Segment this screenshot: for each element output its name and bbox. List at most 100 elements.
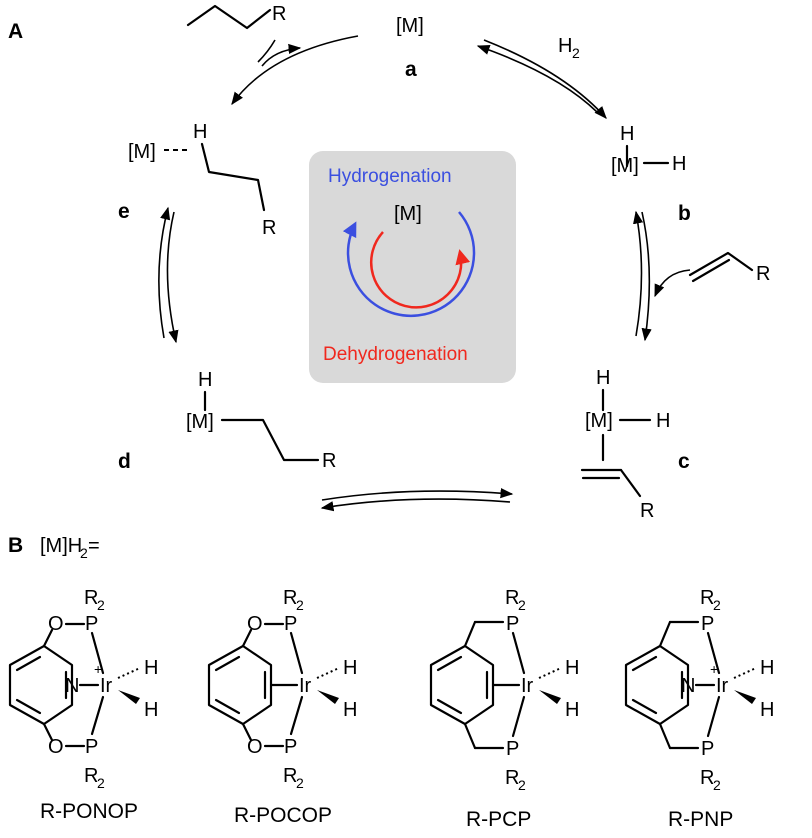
svg-text:2: 2 (97, 775, 105, 791)
svg-text:H: H (620, 123, 634, 145)
svg-text:H: H (343, 699, 357, 721)
complex-pcp-name: R-PCP (466, 808, 531, 831)
arrow-product-release (261, 43, 302, 67)
state-c-alkene-complex: H [M] H R (580, 367, 670, 522)
arrow-b-to-c (641, 211, 652, 342)
svg-text:R: R (322, 450, 336, 472)
svg-text:P: P (506, 738, 519, 760)
svg-text:R: R (700, 587, 714, 609)
arrow-d-to-e (158, 206, 171, 339)
svg-text:P: P (284, 613, 297, 635)
complex-pcp: P R 2 P R 2 Ir H H (429, 587, 579, 793)
svg-text:P: P (85, 736, 98, 758)
svg-text:R: R (756, 263, 770, 285)
complex-pnp-name: R-PNP (668, 808, 733, 831)
svg-text:H: H (198, 369, 212, 391)
svg-text:P: P (701, 738, 714, 760)
svg-text:2: 2 (713, 777, 721, 793)
alkane-product: R (186, 3, 286, 30)
svg-text:P: P (284, 736, 297, 758)
svg-text:R: R (700, 767, 714, 789)
svg-text:2: 2 (713, 597, 721, 613)
svg-text:P: P (85, 613, 98, 635)
svg-text:H: H (144, 699, 158, 721)
svg-text:R: R (505, 767, 519, 789)
arrow-c-to-d (320, 498, 511, 512)
svg-text:P: P (506, 613, 519, 635)
state-e-label: e (118, 200, 130, 223)
hydrogenation-arc (342, 211, 476, 318)
svg-text:+: + (710, 661, 718, 677)
state-a-metal: [M] (396, 15, 424, 37)
state-b-label: b (678, 202, 691, 225)
arrow-alkene-in (654, 269, 691, 298)
mh2-definition: [M]H 2 = (40, 535, 100, 561)
arrow-d-to-c (321, 487, 514, 501)
svg-text:H: H (193, 121, 207, 143)
svg-text:2: 2 (518, 597, 526, 613)
state-a-label: a (405, 58, 417, 81)
state-d-alkyl-hydride: H [M] R (186, 369, 336, 472)
dehydrogenation-label: Dehydrogenation (323, 344, 468, 365)
svg-text:[M]H: [M]H (40, 535, 82, 557)
svg-text:2: 2 (572, 45, 580, 61)
state-c-label: c (678, 450, 690, 473)
complex-ponop-name: R-PONOP (40, 800, 138, 823)
svg-text:2: 2 (80, 545, 88, 561)
complex-pocop-name: R-POCOP (234, 804, 332, 827)
hydrogenation-label: Hydrogenation (328, 166, 452, 187)
svg-text:Ir: Ir (716, 675, 729, 697)
svg-text:Ir: Ir (100, 675, 113, 697)
arrow-product-branch (257, 39, 276, 63)
svg-text:2: 2 (296, 775, 304, 791)
complex-pocop: O P R 2 O P R 2 Ir H H (207, 587, 357, 791)
svg-text:O: O (247, 613, 263, 635)
complex-ponop: N O P R 2 O P R 2 Ir + H H (8, 587, 158, 791)
svg-text:O: O (48, 736, 64, 758)
alkene-reagent: R (688, 251, 770, 285)
svg-text:N: N (681, 675, 695, 697)
svg-text:O: O (247, 736, 263, 758)
svg-text:H: H (343, 657, 357, 679)
svg-text:H: H (558, 35, 572, 57)
svg-text:[M]: [M] (128, 141, 156, 163)
svg-text:2: 2 (518, 777, 526, 793)
svg-text:R: R (84, 765, 98, 787)
svg-text:2: 2 (97, 597, 105, 613)
complex-pnp: N P R 2 P R 2 Ir + H H (624, 587, 774, 793)
svg-text:H: H (672, 153, 686, 175)
svg-text:[M]: [M] (611, 155, 639, 177)
svg-text:R: R (283, 765, 297, 787)
svg-text:Ir: Ir (299, 675, 312, 697)
svg-text:2: 2 (296, 597, 304, 613)
arrow-b-to-a (476, 44, 598, 113)
svg-text:H: H (760, 657, 774, 679)
svg-text:R: R (272, 3, 286, 25)
svg-text:Ir: Ir (521, 675, 534, 697)
svg-text:P: P (701, 613, 714, 635)
svg-text:R: R (505, 587, 519, 609)
svg-text:+: + (94, 661, 102, 677)
svg-text:O: O (48, 613, 64, 635)
svg-text:=: = (88, 535, 100, 557)
panel-b-label: B (8, 534, 23, 557)
center-box (309, 151, 516, 383)
svg-text:R: R (262, 217, 276, 239)
center-metal: [M] (394, 203, 422, 225)
svg-text:H: H (760, 699, 774, 721)
svg-text:R: R (84, 587, 98, 609)
arrow-a-to-e (231, 35, 359, 106)
svg-text:H: H (144, 657, 158, 679)
h2-reagent: H 2 (558, 35, 580, 61)
arrow-a-to-b (483, 39, 607, 119)
arrow-e-to-d (166, 211, 179, 344)
svg-text:[M]: [M] (186, 411, 214, 433)
svg-text:N: N (65, 675, 79, 697)
svg-text:H: H (596, 367, 610, 389)
svg-text:H: H (656, 410, 670, 432)
state-e-agostic: [M] H R (128, 121, 276, 239)
svg-text:R: R (283, 587, 297, 609)
svg-text:R: R (640, 500, 654, 522)
state-d-label: d (118, 450, 131, 473)
